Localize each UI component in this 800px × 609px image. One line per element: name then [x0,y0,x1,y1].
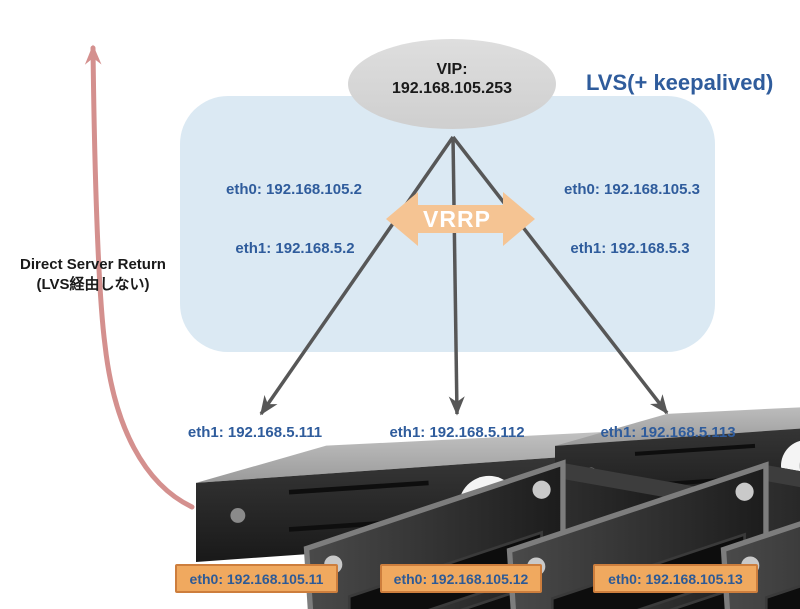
vip-ellipse [348,39,556,129]
vrrp-arrow [386,192,535,246]
dsr-note-line2: (LVS経由しない) [36,276,150,293]
real-server1-eth0-label: eth0: 192.168.105.11 [189,570,324,587]
load-balance-lines [259,135,669,416]
lvs-node2-eth1-label: eth1: 192.168.5.3 [570,240,690,257]
real-server2-eth0-box: eth0: 192.168.105.12 [380,564,542,593]
dsr-note-line1: Direct Server Return [20,256,166,273]
vip-address: 192.168.105.253 [391,80,513,97]
lvs-cluster-title: LVS(+ keepalived) [586,70,774,95]
real-server2-eth0-label: eth0: 192.168.105.12 [393,570,529,587]
line-to-server-2 [448,136,465,416]
line-to-server-3 [451,135,669,415]
real-server2-eth1-label: eth1: 192.168.5.112 [389,424,525,441]
real-server3-eth0-box: eth0: 192.168.105.13 [593,564,758,593]
lvs-node1-eth0-label: eth0: 192.168.105.2 [226,181,362,198]
real-server3-eth0-label: eth0: 192.168.105.13 [608,570,743,587]
dsr-note: Direct Server Return (LVS経由しない) [20,255,166,295]
vrrp-label: VRRP [423,206,491,232]
lvs-node2-eth0-label: eth0: 192.168.105.3 [564,181,700,198]
line-to-server-1 [259,136,455,416]
dsr-arrow [84,44,195,510]
real-server1-eth0-box: eth0: 192.168.105.11 [175,564,338,593]
vip-title: VIP: [436,61,468,78]
real-server1-eth1-label: eth1: 192.168.5.111 [187,424,323,441]
lvs-node1-eth1-label: eth1: 192.168.5.2 [235,240,355,257]
real-server3-eth1-label: eth1: 192.168.5.113 [600,424,736,441]
vip-label: VIP: 192.168.105.253 [392,60,512,98]
